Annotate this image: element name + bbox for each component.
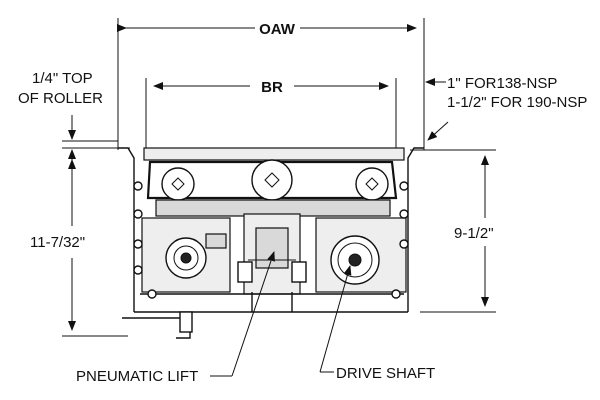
pneumatic-lift-callout: PNEUMATIC LIFT <box>76 251 275 385</box>
right-top-roller <box>355 167 389 201</box>
center-top-roller <box>251 159 293 201</box>
oaw-dimension: OAW <box>117 18 425 150</box>
top-of-roller-label-line1: 1/4" TOP <box>32 70 93 87</box>
left-top-roller <box>161 167 195 201</box>
drive-shaft-label: DRIVE SHAFT <box>336 365 435 382</box>
conveyor-body <box>118 147 424 339</box>
offset-label-line2: 1-1/2" FOR 190-NSP <box>447 94 587 111</box>
oaw-label: OAW <box>259 21 296 38</box>
pneumatic-lift-label: PNEUMATIC LIFT <box>76 368 198 385</box>
drive-shaft-callout: DRIVE SHAFT <box>319 265 435 382</box>
top-of-roller-dimension: 1/4" TOP OF ROLLER <box>18 70 130 172</box>
offset-label-line1: 1" FOR138-NSP <box>447 75 557 92</box>
br-dimension: BR <box>145 78 397 150</box>
top-of-roller-label-line2: OF ROLLER <box>18 90 103 107</box>
left-height-label: 11-7/32" <box>30 234 85 251</box>
left-height-dimension: 11-7/32" <box>30 159 128 337</box>
right-height-dimension: 9-1/2" <box>410 149 496 313</box>
right-height-label: 9-1/2" <box>454 225 494 242</box>
br-label: BR <box>261 79 283 96</box>
offset-note: 1" FOR138-NSP 1-1/2" FOR 190-NSP <box>425 75 587 141</box>
